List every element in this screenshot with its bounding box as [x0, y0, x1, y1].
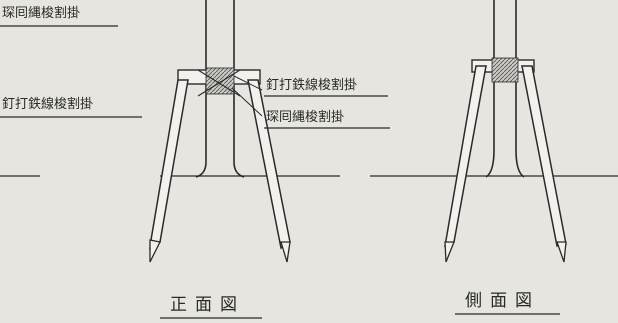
side-view [444, 0, 567, 263]
left-label-mid: 釘打鉄線梭割掛 [0, 96, 142, 118]
label-mid-left: 釘打鉄線梭割掛 [2, 96, 93, 112]
callout-label-2: 琛囘縄梭割掛 [266, 109, 344, 125]
leg-right-side [521, 65, 567, 247]
front-view-caption: 正面図 [160, 295, 262, 319]
callout-1: 釘打鉄線梭割掛 [264, 77, 388, 97]
leg-right-front [247, 79, 291, 250]
front-view-title: 正面図 [170, 295, 245, 315]
side-view-caption: 側面図 [455, 291, 560, 315]
leg-left-front [149, 79, 189, 250]
callout-label-1: 釘打鉄線梭割掛 [266, 77, 357, 93]
label-top-left: 琛囘縄梭割掛 [2, 5, 80, 21]
callout-2: 琛囘縄梭割掛 [264, 109, 390, 129]
leg-left-side [444, 65, 487, 248]
rope-lashing-side [491, 57, 519, 83]
left-label-top: 琛囘縄梭割掛 [0, 5, 118, 27]
pole-front [195, 0, 245, 178]
front-view: 釘打鉄線梭割掛 琛囘縄梭割掛 [149, 0, 390, 263]
pole-side [485, 0, 525, 178]
side-view-title: 側面図 [465, 291, 540, 311]
